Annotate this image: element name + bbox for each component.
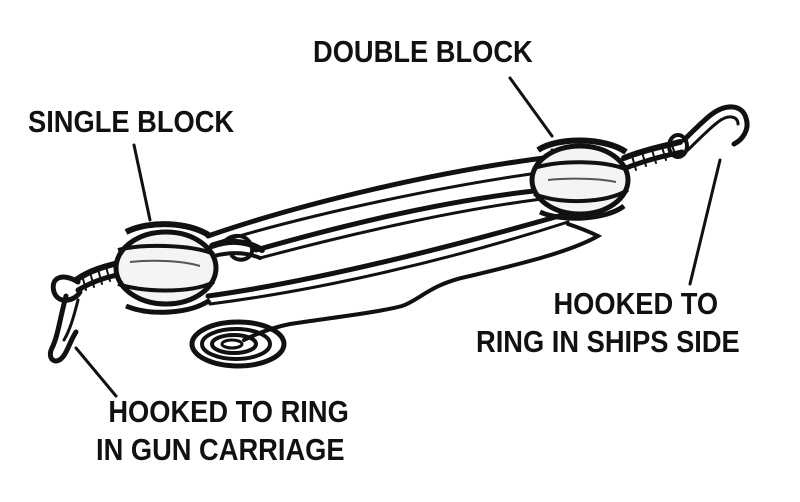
left-hook [48,274,83,364]
double-block [529,137,631,221]
tackle-ropes [205,146,603,342]
label-gun-carriage: HOOKED TO RING IN GUN CARRIAGE [96,393,349,469]
label-gun-carriage-line1: HOOKED TO RING [108,394,349,429]
leader-gun-carriage [74,346,118,398]
single-block [113,221,219,315]
label-single-block-text: SINGLE BLOCK [28,104,235,139]
leader-lines [74,76,722,398]
label-double-block: DOUBLE BLOCK [313,33,533,71]
leader-ship-side [688,158,722,286]
label-single-block: SINGLE BLOCK [28,103,234,141]
right-hook [681,104,750,152]
label-gun-carriage-line2: IN GUN CARRIAGE [96,432,345,467]
leader-double-block [508,76,554,138]
label-ship-side-line2: RING IN SHIPS SIDE [476,324,740,359]
single-block-knot [209,233,265,262]
right-lashing [621,133,689,171]
label-ship-side-line1: HOOKED TO [553,286,719,321]
leader-single-block [132,143,152,222]
rope-coil [189,319,287,369]
label-double-block-text: DOUBLE BLOCK [313,34,533,69]
label-ship-side: HOOKED TO RING IN SHIPS SIDE [476,285,740,361]
